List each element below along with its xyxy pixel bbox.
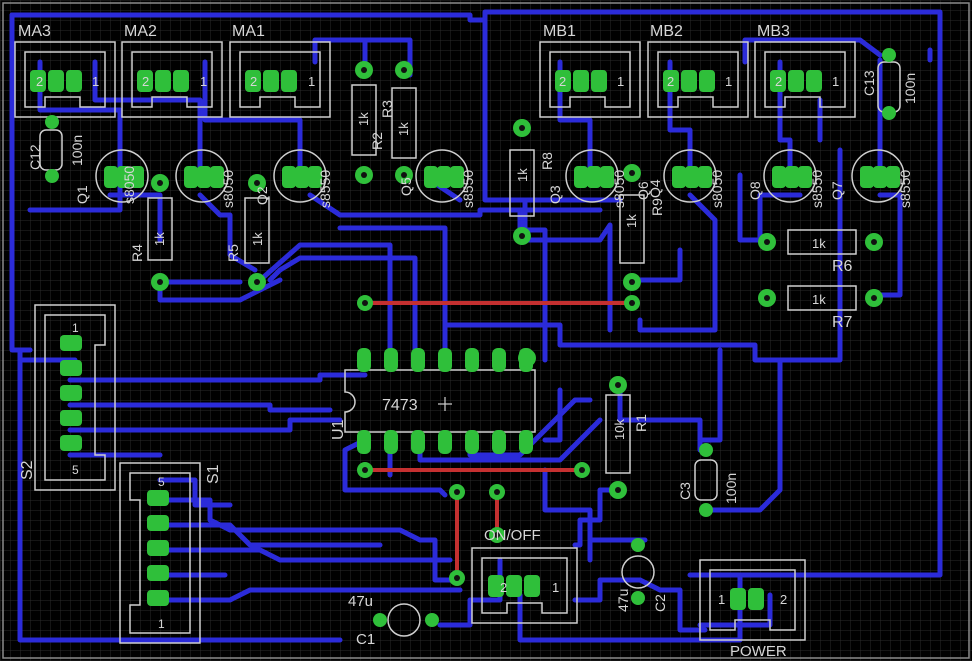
pin-2-mb1: 2: [559, 74, 566, 89]
value-c2: 47u: [615, 589, 631, 612]
connector-mb3: [754, 41, 856, 118]
connector-ma2: [121, 41, 223, 118]
connector-s2: [34, 304, 116, 491]
pin-2-ma2: 2: [142, 74, 149, 89]
label-mb3: MB3: [757, 23, 790, 40]
pin-1-power: 1: [718, 592, 725, 607]
connector-s1: [119, 462, 201, 644]
value-r4: 1k: [152, 232, 167, 246]
label-q3: Q3: [547, 185, 563, 204]
pin-1-ma3: 1: [92, 74, 99, 89]
connector-mb2: [647, 41, 749, 118]
label-r6: R6: [832, 258, 853, 275]
value-c13: 100n: [902, 73, 918, 104]
pin-1-s2: 1: [72, 321, 79, 335]
label-ma3: MA3: [18, 23, 51, 40]
pin-2-onoff: 2: [500, 580, 507, 595]
pin-2-ma1: 2: [250, 74, 257, 89]
pin-1-ma1: 1: [308, 74, 315, 89]
component-labels: MA3 MA2 MA1 MB1 MB2 MB3 2 1 2 1 2 1 2 1 …: [18, 23, 918, 660]
value-c3: 100n: [723, 473, 739, 504]
drill-holes: [157, 67, 877, 581]
value-c1: 47u: [348, 593, 373, 610]
label-power: POWER: [730, 643, 787, 660]
value-r2: 1k: [356, 112, 371, 126]
pin-1-s1: 1: [158, 617, 165, 631]
label-q5: Q5: [398, 177, 414, 196]
label-onoff: ON/OFF: [484, 527, 541, 544]
origin-marker: [438, 397, 452, 411]
type-q8: s8550: [809, 170, 825, 208]
type-q1: s8050: [121, 166, 137, 204]
pin-1-onoff: 1: [552, 580, 559, 595]
pin-2-mb3: 2: [775, 74, 782, 89]
label-ma1: MA1: [232, 23, 265, 40]
label-s1: S1: [205, 464, 222, 484]
label-q1: Q1: [74, 185, 90, 204]
label-ma2: MA2: [124, 23, 157, 40]
connector-power: [699, 559, 806, 641]
pin-2-power: 2: [780, 592, 787, 607]
pin-1-mb2: 1: [725, 74, 732, 89]
label-q4: Q4: [647, 179, 663, 198]
type-q5: s8550: [460, 170, 476, 208]
label-mb1: MB1: [543, 23, 576, 40]
pin-2-ma3: 2: [36, 74, 43, 89]
label-c13: C13: [861, 70, 877, 96]
value-c12: 100n: [69, 135, 85, 166]
type-q3: s8050: [611, 170, 627, 208]
label-r3: R3: [379, 100, 395, 118]
label-u1-value: 7473: [382, 397, 418, 414]
connector-mb1: [539, 41, 641, 118]
type-q2: s8050: [220, 170, 236, 208]
value-r9: 1k: [624, 214, 639, 228]
ic-u1-outline: [344, 369, 536, 433]
label-c2: C2: [652, 594, 668, 612]
label-s2: S2: [19, 460, 36, 480]
label-r8: R8: [539, 152, 555, 170]
value-r3: 1k: [396, 122, 411, 136]
value-r8: 1k: [515, 168, 530, 182]
pin-1-mb3: 1: [832, 74, 839, 89]
connector-ma1: [229, 41, 331, 118]
label-c3: C3: [677, 482, 693, 500]
label-mb2: MB2: [650, 23, 683, 40]
label-q6: Q6: [635, 181, 651, 200]
label-r4: R4: [129, 244, 145, 262]
label-r5: R5: [225, 244, 241, 262]
label-q7: Q7: [829, 181, 845, 200]
type-q6: s8050: [709, 170, 725, 208]
label-r9: R9: [649, 198, 665, 216]
value-r5: 1k: [250, 232, 265, 246]
label-r7: R7: [832, 314, 853, 331]
type-q7: s8550: [897, 170, 913, 208]
pin-5-s1: 5: [158, 475, 165, 489]
label-q2: Q2: [254, 186, 270, 205]
switch-onoff: [471, 547, 578, 624]
pin-1-mb1: 1: [617, 74, 624, 89]
value-r1: 10k: [612, 419, 627, 440]
value-r6: 1k: [812, 236, 826, 251]
type-q4: s8550: [317, 170, 333, 208]
label-q8: Q8: [747, 181, 763, 200]
connector-ma3: [14, 41, 116, 118]
label-r2: R2: [369, 132, 385, 150]
label-r1: R1: [633, 414, 649, 432]
label-c12: C12: [27, 144, 43, 170]
pin-2-mb2: 2: [667, 74, 674, 89]
pin-1-ma2: 1: [200, 74, 207, 89]
pin-5-s2: 5: [72, 463, 79, 477]
silkscreen: [14, 41, 905, 644]
label-c1: C1: [356, 631, 375, 648]
value-r7: 1k: [812, 292, 826, 307]
label-u1: U1: [330, 419, 347, 440]
